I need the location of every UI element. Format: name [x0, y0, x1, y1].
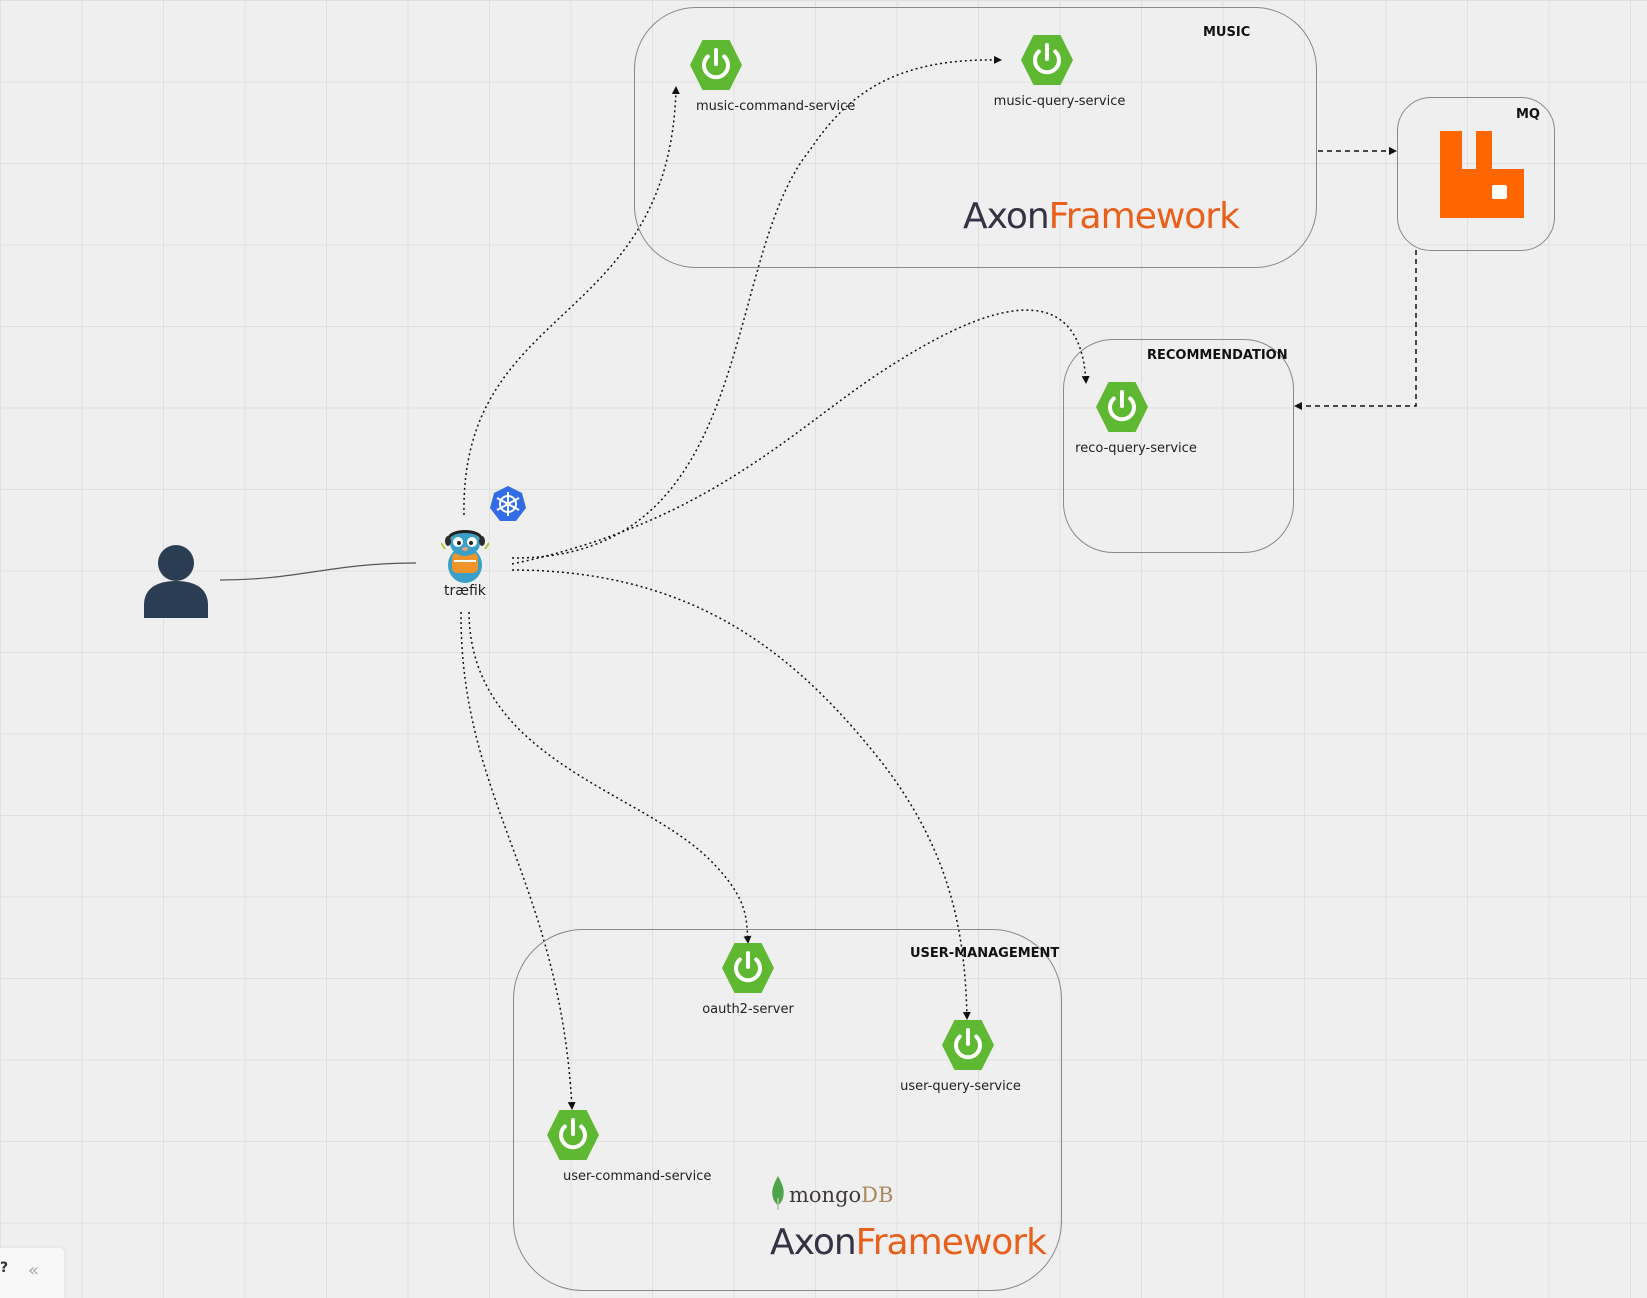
service-label: reco-query-service — [1075, 441, 1197, 456]
collapse-sidebar-button[interactable]: « — [28, 1260, 40, 1281]
gateway-to-oauth2-edge — [468, 611, 752, 944]
mongo-part2: DB — [861, 1183, 894, 1207]
service-label: user-query-service — [900, 1079, 1021, 1094]
gateway-to-music-command-edge — [463, 86, 680, 516]
service-label: oauth2-server — [702, 1002, 794, 1017]
user-management-group-title: USER-MANAGEMENT — [910, 946, 1060, 961]
mq-to-recommendation-edge — [1294, 250, 1417, 410]
mongodb-logo: mongoDB — [789, 1183, 893, 1207]
spring-boot-power-icon — [690, 40, 742, 90]
axon-part2: Framework — [1048, 196, 1240, 237]
spring-boot-power-icon — [1096, 382, 1148, 432]
spring-boot-power-icon — [722, 943, 774, 993]
axon-part2: Framework — [855, 1222, 1047, 1263]
gateway-to-music-query-edge — [511, 55, 1002, 559]
gateway-to-reco-query-edge — [511, 309, 1090, 565]
axon-framework-logo-user: AxonFramework — [770, 1222, 1047, 1263]
oauth2-server-node[interactable]: oauth2-server — [668, 942, 828, 1017]
mongo-part1: mongo — [789, 1183, 862, 1207]
music-command-service-node[interactable]: music-command-service — [636, 39, 856, 114]
spring-boot-power-icon — [942, 1020, 994, 1070]
reco-query-service-node[interactable]: reco-query-service — [1042, 381, 1202, 456]
service-label: music-query-service — [993, 94, 1126, 109]
kubernetes-helm-icon — [490, 486, 526, 521]
user-icon[interactable] — [142, 543, 210, 618]
recommendation-group-title: RECOMMENDATION — [1147, 348, 1288, 363]
axon-part1: Axon — [963, 196, 1050, 237]
help-button[interactable]: ? — [0, 1260, 9, 1276]
traefik-gopher-icon[interactable] — [441, 527, 489, 585]
recommendation-group[interactable] — [1063, 339, 1294, 553]
mq-group[interactable] — [1397, 97, 1555, 251]
user-to-gateway-edge — [219, 562, 417, 581]
music-group[interactable] — [634, 7, 1317, 268]
user-command-service-node[interactable]: user-command-service — [493, 1109, 712, 1184]
user-management-group[interactable] — [513, 929, 1062, 1291]
music-query-service-node[interactable]: music-query-service — [967, 34, 1127, 109]
service-label: music-command-service — [696, 99, 856, 114]
user-query-service-node[interactable]: user-query-service — [888, 1019, 1048, 1094]
music-group-title: MUSIC — [1203, 25, 1251, 40]
mongodb-leaf-icon — [772, 1176, 784, 1210]
traefik-label: træfik — [444, 583, 486, 599]
toolbar-panel — [0, 1248, 64, 1298]
axon-framework-logo-music: AxonFramework — [963, 196, 1240, 237]
axon-part1: Axon — [770, 1222, 857, 1263]
service-label: user-command-service — [563, 1169, 712, 1184]
gateway-to-user-query-edge — [511, 569, 971, 1020]
mq-group-title: MQ — [1516, 107, 1540, 122]
spring-boot-power-icon — [1021, 35, 1073, 85]
rabbitmq-icon — [1440, 131, 1524, 218]
spring-boot-power-icon — [547, 1110, 599, 1160]
